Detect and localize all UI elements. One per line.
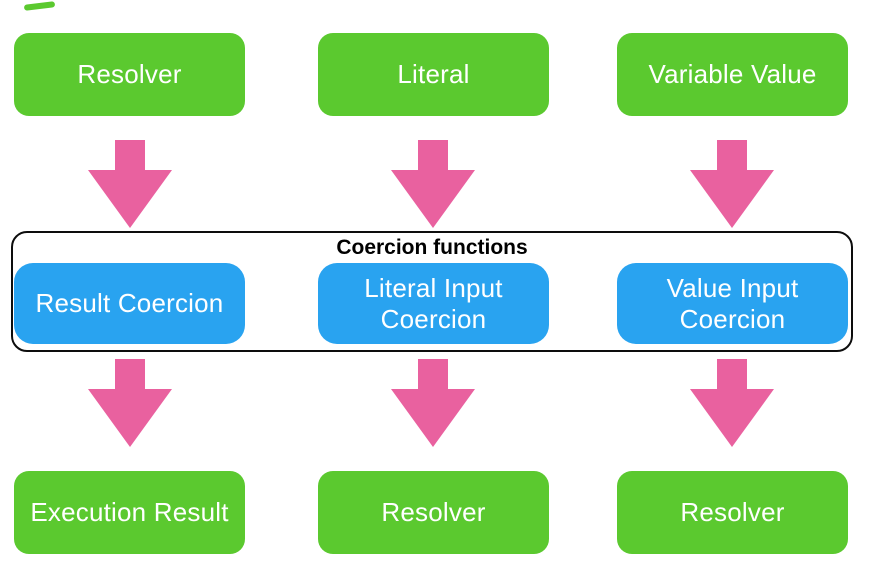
node-label: Value Input Coercion [666,272,799,334]
source-node-variable-value: Variable Value [617,33,848,116]
result-node-resolver: Resolver [318,471,549,554]
down-arrow-icon [391,359,475,447]
node-label: Resolver [77,59,182,89]
coercion-node-result-coercion: Result Coercion [14,263,245,344]
node-label: Literal [397,59,470,89]
result-node-resolver: Resolver [617,471,848,554]
group-title: Coercion functions [336,236,528,259]
down-arrow-icon [391,140,475,228]
source-node-resolver: Resolver [14,33,245,116]
node-label: Result Coercion [35,288,224,318]
coercion-node-literal-input-coercion: Literal Input Coercion [318,263,549,344]
stray-green-mark [23,1,56,11]
result-node-execution-result: Execution Result [14,471,245,554]
node-label: Resolver [680,497,785,527]
down-arrow-icon [690,140,774,228]
down-arrow-icon [690,359,774,447]
down-arrow-icon [88,359,172,447]
down-arrow-icon [88,140,172,228]
coercion-node-value-input-coercion: Value Input Coercion [617,263,848,344]
node-label: Variable Value [648,59,817,89]
source-node-literal: Literal [318,33,549,116]
node-label: Literal Input Coercion [364,272,503,334]
node-label: Execution Result [30,497,229,527]
node-label: Resolver [381,497,486,527]
